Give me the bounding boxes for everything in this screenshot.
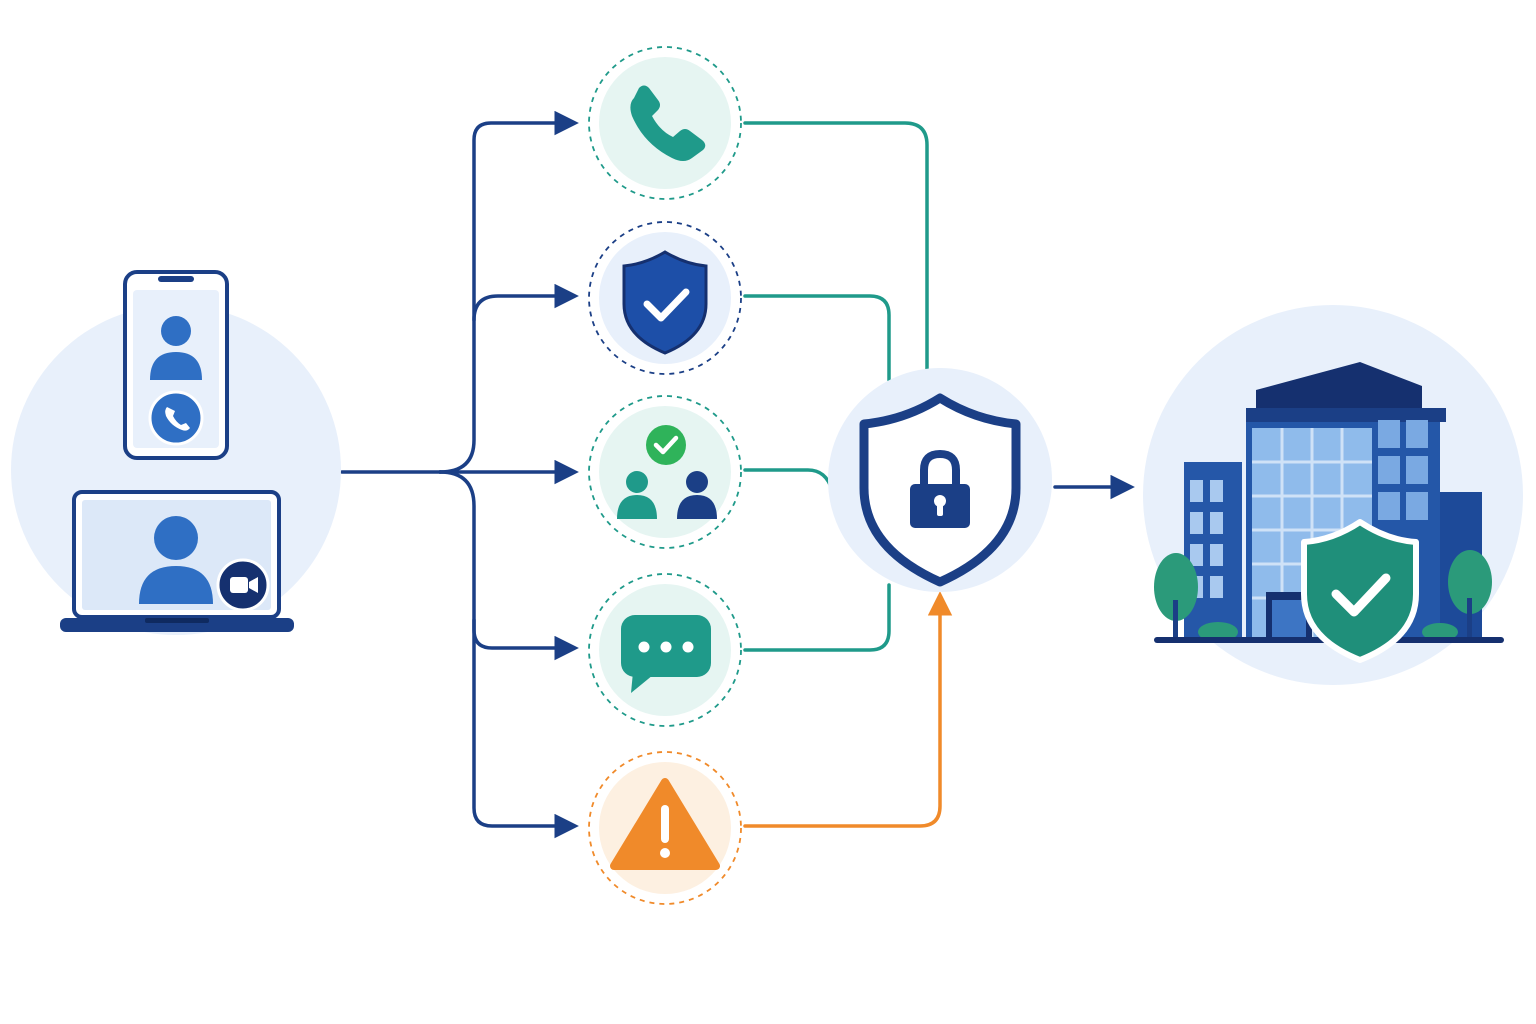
shield-check-icon	[1301, 519, 1419, 663]
messaging-to-gateway	[743, 583, 891, 652]
channel-verified-identity	[588, 221, 742, 375]
branch-to-voice-call	[438, 110, 579, 474]
verified-users-icon	[617, 425, 717, 519]
tree-icon	[1448, 550, 1492, 640]
channel-approved-contacts	[588, 395, 742, 549]
tree-icon	[1154, 553, 1198, 640]
alert-to-gateway	[743, 591, 953, 828]
shrub	[1422, 623, 1458, 641]
voice-call-to-gateway	[743, 121, 929, 374]
verified-identity-to-gateway	[743, 294, 891, 382]
user-icon	[150, 316, 202, 380]
branch-to-messaging	[438, 470, 579, 661]
channel-alert	[588, 751, 742, 905]
user-icon	[139, 516, 213, 604]
destination-building-node	[1143, 305, 1523, 685]
video-camera-icon	[216, 558, 270, 612]
approved-contacts-to-gateway	[743, 468, 834, 492]
smartphone-icon	[123, 270, 229, 460]
chat-bubble-icon	[621, 615, 711, 693]
source-to-channels-connectors	[340, 110, 579, 839]
channels-to-gateway-connectors	[743, 121, 953, 828]
shield-check-icon	[622, 250, 708, 355]
gateway-security-node	[828, 368, 1052, 592]
channel-messaging	[588, 573, 742, 727]
warning-icon	[610, 778, 720, 870]
source-devices-node	[11, 270, 341, 635]
branch-to-alert	[472, 618, 579, 839]
laptop-icon	[60, 490, 294, 632]
shield-lock-icon	[859, 393, 1021, 587]
branch-to-verified-identity	[472, 283, 579, 322]
channel-voice-call	[588, 46, 742, 200]
phone-icon	[148, 390, 204, 446]
phone-icon	[630, 85, 706, 161]
